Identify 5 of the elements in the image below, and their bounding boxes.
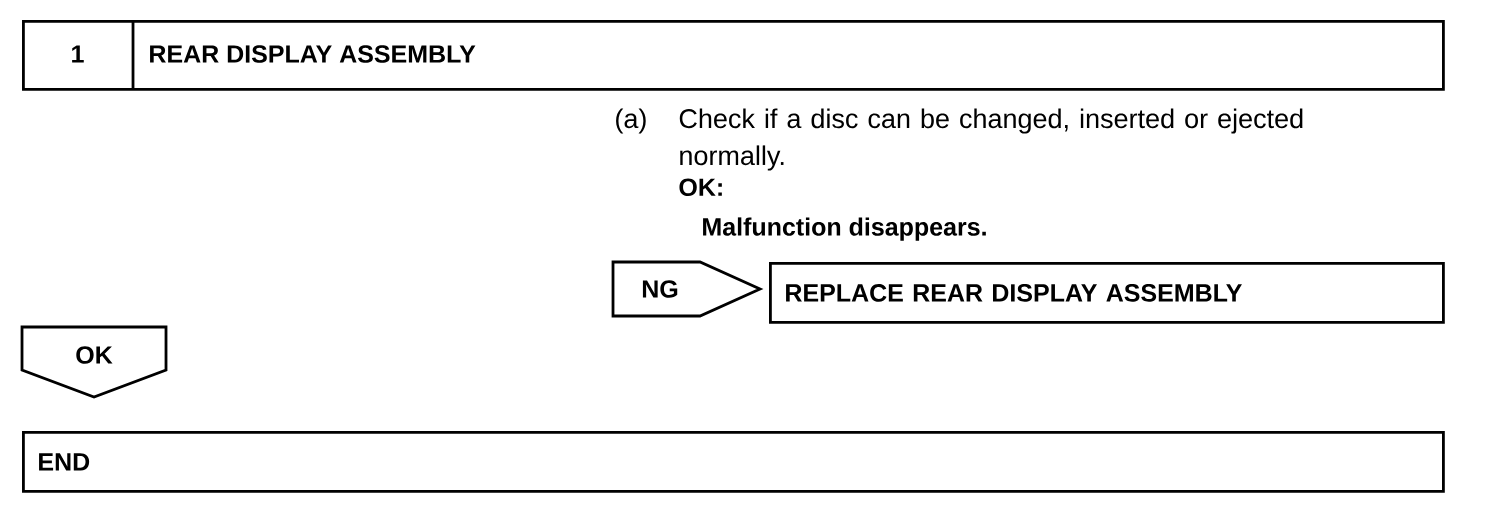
ok-condition-text: Malfunction disappears.	[703, 217, 986, 241]
ok-condition-label: OK:	[679, 178, 722, 197]
result-box: END	[22, 431, 1445, 493]
step-header-box: 1 REAR DISPLAY ASSEMBLY	[22, 20, 1445, 91]
result-box: REPLACE REAR DISPLAY ASSEMBLY	[769, 262, 1445, 324]
